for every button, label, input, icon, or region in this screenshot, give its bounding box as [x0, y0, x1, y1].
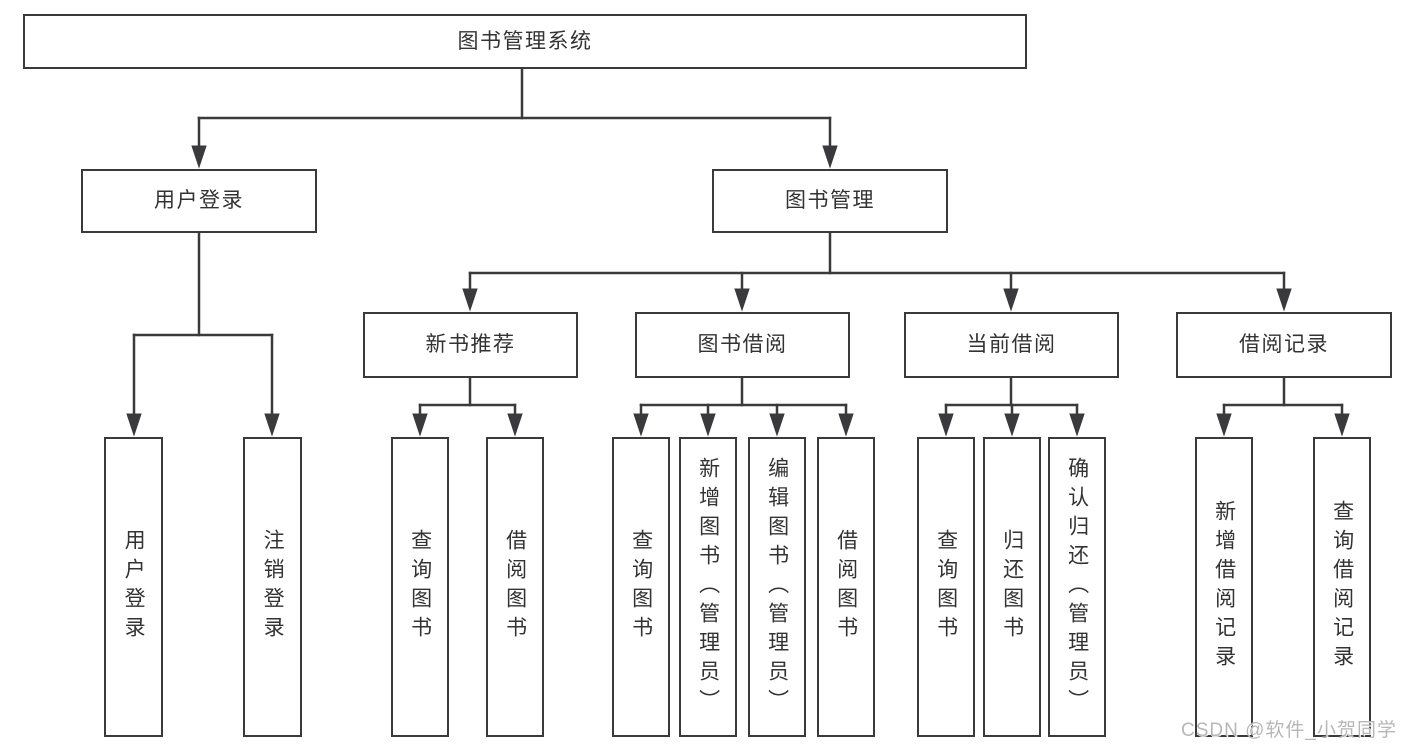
node-user-login: 用户登录 — [81, 169, 317, 233]
node-book-management: 图书管理 — [712, 169, 948, 233]
node-borrow-records: 借阅记录 — [1176, 312, 1392, 378]
leaf-borrow-add-books-admin: 新增图书（管理员） — [679, 437, 737, 737]
leaf-records-add-record: 新增借阅记录 — [1195, 437, 1253, 737]
leaf-current-confirm-return-admin: 确认归还（管理员） — [1048, 437, 1106, 737]
leaf-borrow-edit-books-admin: 编辑图书（管理员） — [748, 437, 806, 737]
leaf-borrow-borrow-books: 借阅图书 — [817, 437, 875, 737]
leaf-records-query-record: 查询借阅记录 — [1313, 437, 1371, 737]
node-new-book-recommend: 新书推荐 — [363, 312, 578, 378]
node-book-borrow: 图书借阅 — [635, 312, 850, 378]
leaf-recommend-borrow-books: 借阅图书 — [486, 437, 544, 737]
node-current-borrow: 当前借阅 — [904, 312, 1119, 378]
node-root-system: 图书管理系统 — [23, 14, 1027, 69]
leaf-current-query-books: 查询图书 — [917, 437, 975, 737]
leaf-logout: 注销登录 — [243, 437, 302, 737]
leaf-current-return-books: 归还图书 — [983, 437, 1041, 737]
csdn-watermark: CSDN @软件_小贺同学 — [1181, 720, 1397, 741]
leaf-user-login: 用户登录 — [104, 437, 163, 737]
leaf-borrow-query-books: 查询图书 — [612, 437, 670, 737]
leaf-recommend-query-books: 查询图书 — [391, 437, 449, 737]
